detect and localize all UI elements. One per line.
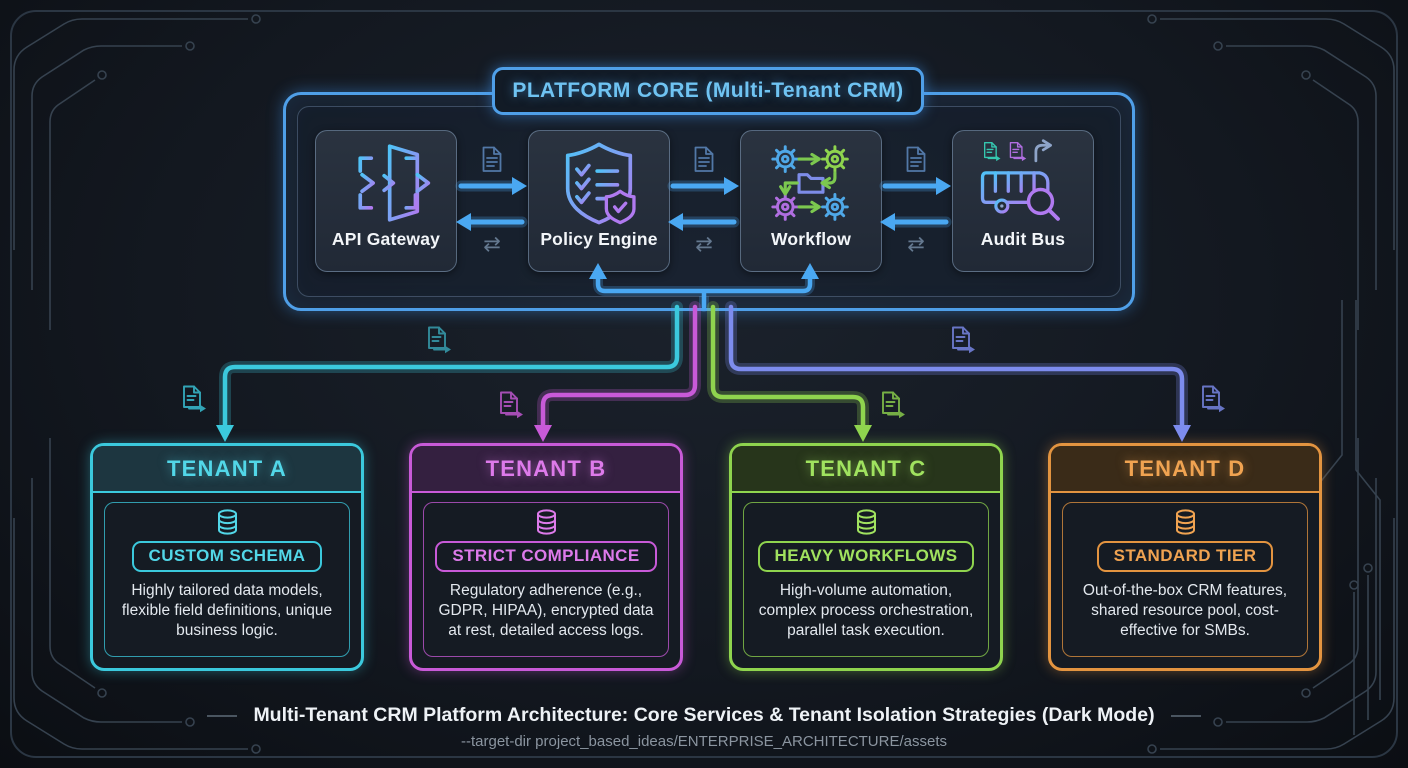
svg-text:⇄: ⇄	[907, 232, 925, 256]
footer-right-dash	[1170, 714, 1201, 717]
tenant-b-badge: STRICT COMPLIANCE	[435, 541, 657, 572]
footer-title: Multi-Tenant CRM Platform Architecture: …	[253, 704, 1155, 726]
platform-core-title: PLATFORM CORE (Multi-Tenant CRM)	[492, 67, 924, 115]
tenant-d-description: Out-of-the-box CRM features, shared reso…	[1082, 582, 1288, 640]
tenant-a-title: TENANT A	[93, 446, 361, 493]
service-label: Workflow	[770, 229, 852, 249]
tenant-d-box: TENANT D STANDARD TIER Out-of-the-box CR…	[1048, 443, 1322, 671]
tenant-c-panel: HEAVY WORKFLOWS High-volume automation, …	[743, 502, 989, 657]
tenant-feedback-arrows	[589, 263, 819, 312]
tenant-branch-lines	[216, 301, 1191, 442]
tenant-a-badge: CUSTOM SCHEMA	[131, 541, 323, 572]
service-api-gateway: API Gateway	[315, 130, 457, 272]
tenant-a-description: Highly tailored data models, flexible fi…	[121, 582, 333, 640]
tenant-b-description: Regulatory adherence (e.g., GDPR, HIPAA)…	[438, 582, 654, 640]
footer-subtitle: --target-dir project_based_ideas/ENTERPR…	[461, 733, 947, 750]
document-icon	[482, 146, 926, 172]
service-policy-engine: Policy Engine	[528, 130, 670, 272]
tenant-b-box: TENANT B STRICT COMPLIANCE Regulatory ad…	[409, 443, 683, 671]
tenant-c-title: TENANT C	[732, 446, 1000, 493]
tenant-b-panel: STRICT COMPLIANCE Regulatory adherence (…	[423, 502, 669, 657]
core-service-arrows: ⇄ ⇄ ⇄	[455, 146, 952, 256]
footer-left-dash	[207, 714, 238, 717]
svg-text:⇄: ⇄	[483, 232, 501, 256]
service-workflow: Workflow	[740, 130, 882, 272]
tenant-b-title: TENANT B	[412, 446, 680, 493]
tenant-c-box: TENANT C HEAVY WORKFLOWS High-volume aut…	[729, 443, 1003, 671]
workflow-gears-icon	[771, 145, 849, 221]
tenant-d-badge: STANDARD TIER	[1096, 541, 1274, 572]
svg-text:⇄: ⇄	[695, 232, 713, 256]
api-gateway-icon	[341, 144, 431, 222]
service-label: Audit Bus	[980, 229, 1066, 249]
tenant-d-panel: STANDARD TIER Out-of-the-box CRM feature…	[1062, 502, 1308, 657]
service-label: Policy Engine	[540, 229, 658, 249]
tenant-a-panel: CUSTOM SCHEMA Highly tailored data model…	[104, 502, 350, 657]
policy-shield-icon	[565, 142, 636, 225]
tenant-c-badge: HEAVY WORKFLOWS	[757, 541, 975, 572]
tenant-c-description: High-volume automation, complex process …	[758, 582, 974, 640]
service-audit-bus: Audit Bus	[952, 130, 1094, 272]
swap-arrows-icon: ⇄ ⇄ ⇄	[483, 232, 925, 256]
service-label: API Gateway	[331, 229, 441, 249]
footer: Multi-Tenant CRM Platform Architecture: …	[0, 704, 1408, 750]
audit-bus-icon	[980, 139, 1060, 221]
tenant-a-box: TENANT A CUSTOM SCHEMA Highly tailored d…	[90, 443, 364, 671]
tenant-d-title: TENANT D	[1051, 446, 1319, 493]
